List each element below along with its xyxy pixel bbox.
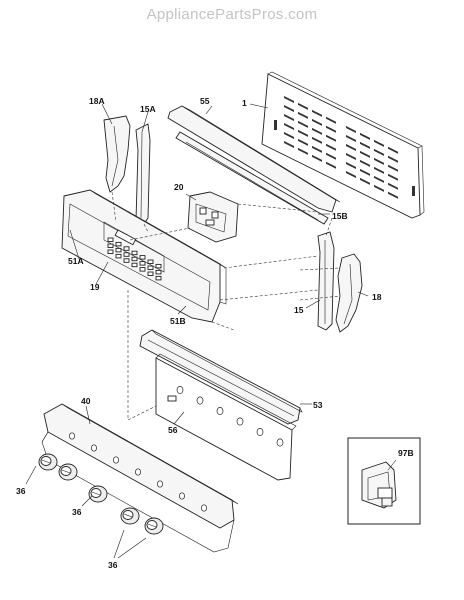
part-15A-bracket <box>135 123 151 225</box>
part-15B-bracket <box>175 131 329 225</box>
part-19-console-panel <box>61 189 227 323</box>
label-15: 15 <box>294 305 304 315</box>
label-36-c: 36 <box>108 560 118 570</box>
part-56-plate <box>155 353 297 481</box>
part-labels: 1 55 18A 15A 20 15B 51A 19 51B 15 18 53 … <box>16 96 414 570</box>
part-55-trim <box>167 105 341 213</box>
label-18A: 18A <box>89 96 105 106</box>
label-20: 20 <box>174 182 184 192</box>
part-20-control-board <box>187 191 239 243</box>
label-1: 1 <box>242 98 247 108</box>
label-53: 53 <box>313 400 323 410</box>
label-51A: 51A <box>68 256 84 266</box>
part-1-rear-panel <box>261 71 425 219</box>
part-53-channel <box>139 329 303 425</box>
alignment-lines <box>111 191 341 421</box>
label-18: 18 <box>372 292 382 302</box>
label-36-b: 36 <box>72 507 82 517</box>
label-56: 56 <box>168 425 178 435</box>
label-51B: 51B <box>170 316 186 326</box>
inset-97B-box <box>347 437 421 525</box>
label-97B: 97B <box>398 448 414 458</box>
label-19: 19 <box>90 282 100 292</box>
part-18-end-cap <box>335 253 363 333</box>
label-36-a: 36 <box>16 486 26 496</box>
label-15B: 15B <box>332 211 348 221</box>
part-36-knobs <box>38 453 164 535</box>
label-40: 40 <box>81 396 91 406</box>
leader-lines <box>25 103 369 559</box>
label-15A: 15A <box>140 104 156 114</box>
part-40-manifold-cover <box>41 403 239 553</box>
part-15-bracket <box>317 231 335 331</box>
part-18A-end-cap <box>103 115 131 193</box>
watermark: AppliancePartsPros.com <box>146 6 318 23</box>
label-55: 55 <box>200 96 210 106</box>
